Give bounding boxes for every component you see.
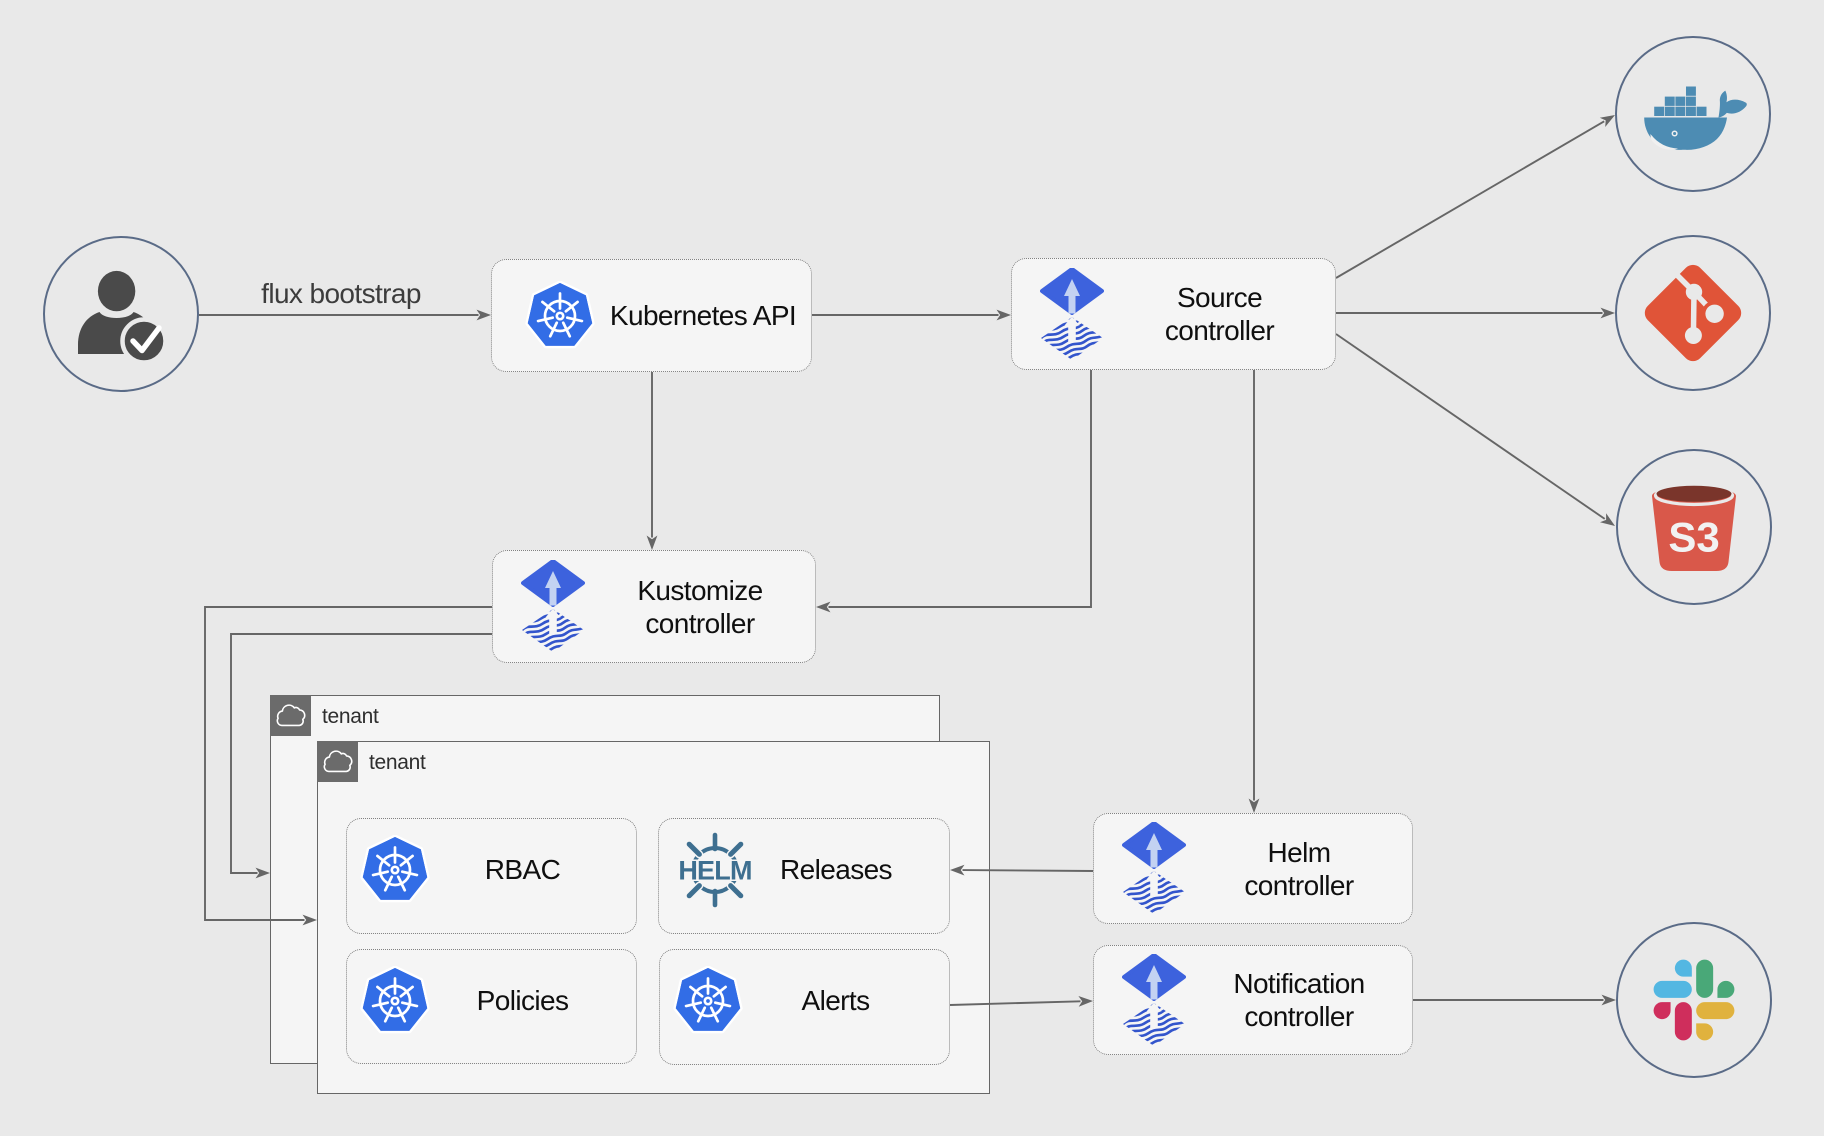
svg-text:S3: S3 [1668, 514, 1719, 561]
svg-text:HELM: HELM [678, 856, 751, 886]
